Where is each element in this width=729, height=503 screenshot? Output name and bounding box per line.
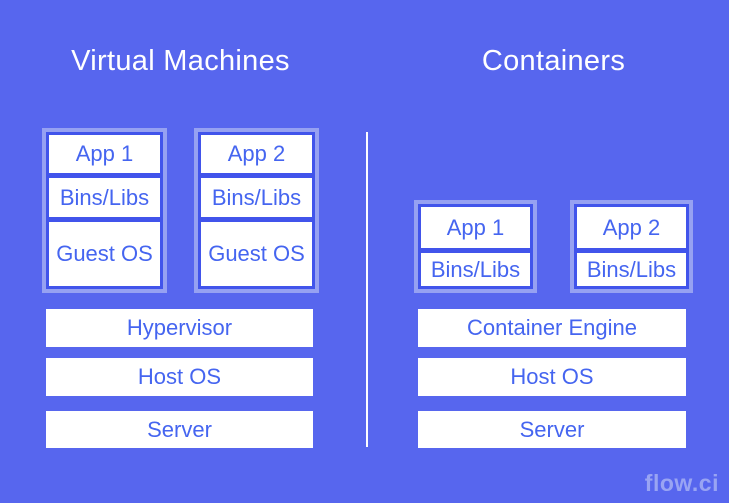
vm2-bins-libs-layer: Bins/Libs [201,178,312,217]
vm2-app-layer: App 2 [201,135,312,173]
host-os-bar-right: Host OS [418,358,686,396]
server-bar-left: Server [46,411,313,448]
container-stack-1: App 1 Bins/Libs [414,200,537,293]
container2-app-layer: App 2 [577,207,686,248]
vm-stack-1: App 1 Bins/Libs Guest OS [42,128,167,293]
section-divider-line [366,132,368,447]
vm1-bins-libs-layer: Bins/Libs [49,178,160,217]
host-os-bar-left: Host OS [46,358,313,396]
virtual-machines-title: Virtual Machines [71,45,290,77]
vm2-guest-os-layer: Guest OS [201,222,312,286]
container-stack-2: App 2 Bins/Libs [570,200,693,293]
vm-stack-2: App 2 Bins/Libs Guest OS [194,128,319,293]
containers-title: Containers [481,45,626,77]
vm1-guest-os-layer: Guest OS [49,222,160,286]
server-bar-right: Server [418,411,686,448]
vm1-app-layer: App 1 [49,135,160,173]
container1-app-layer: App 1 [421,207,530,248]
flowci-logo: flow.ci [644,470,719,496]
container-engine-bar: Container Engine [418,309,686,347]
container1-bins-libs-layer: Bins/Libs [421,253,530,286]
container2-bins-libs-layer: Bins/Libs [577,253,686,286]
hypervisor-bar: Hypervisor [46,309,313,347]
